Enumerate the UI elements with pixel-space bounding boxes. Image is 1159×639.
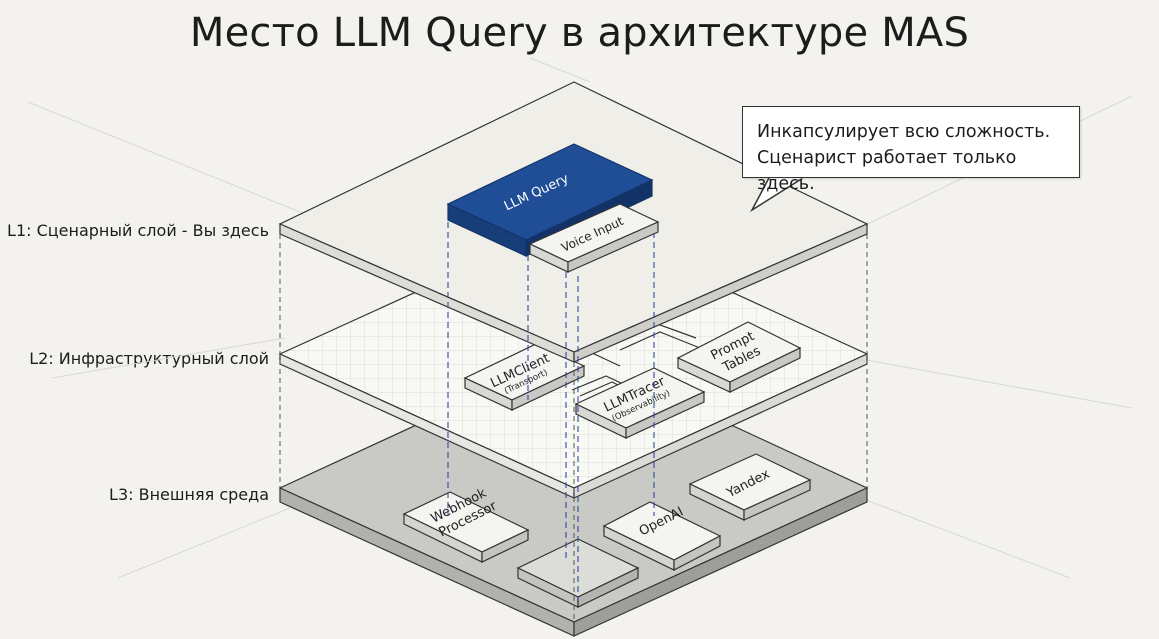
- box-yandex: Yandex: [688, 453, 812, 521]
- annotation-callout: Инкапсулирует всю сложность. Сценарист р…: [742, 106, 1080, 194]
- dashed-blue-connectors: [447, 222, 655, 600]
- box-llm-client: LLMClient (Transport): [463, 343, 586, 411]
- layer-label-l3: L3: Внешняя среда: [109, 485, 269, 504]
- callout-line1: Инкапсулирует всю сложность.: [757, 122, 1051, 142]
- layer-label-l2: L2: Инфраструктурный слой: [29, 349, 269, 368]
- dashed-layer-connectors: [279, 234, 868, 620]
- callout-line2: Сценарист работает только здесь.: [757, 148, 1017, 194]
- box-voice-input: Voice Input: [528, 203, 660, 273]
- background-guide-lines: [27, 57, 1133, 579]
- page-title: Место LLM Query в архитектуре MAS: [189, 10, 970, 56]
- box-prompt-tables: Prompt Tables: [676, 321, 802, 393]
- box-llm-tracer: LLMTracer (Observability): [574, 367, 706, 439]
- layer-label-l1: L1: Сценарный слой - Вы здесь: [7, 221, 269, 240]
- box-openai: OpenAI: [602, 501, 722, 571]
- box-webhook-processor: Webhook Processor: [402, 486, 530, 563]
